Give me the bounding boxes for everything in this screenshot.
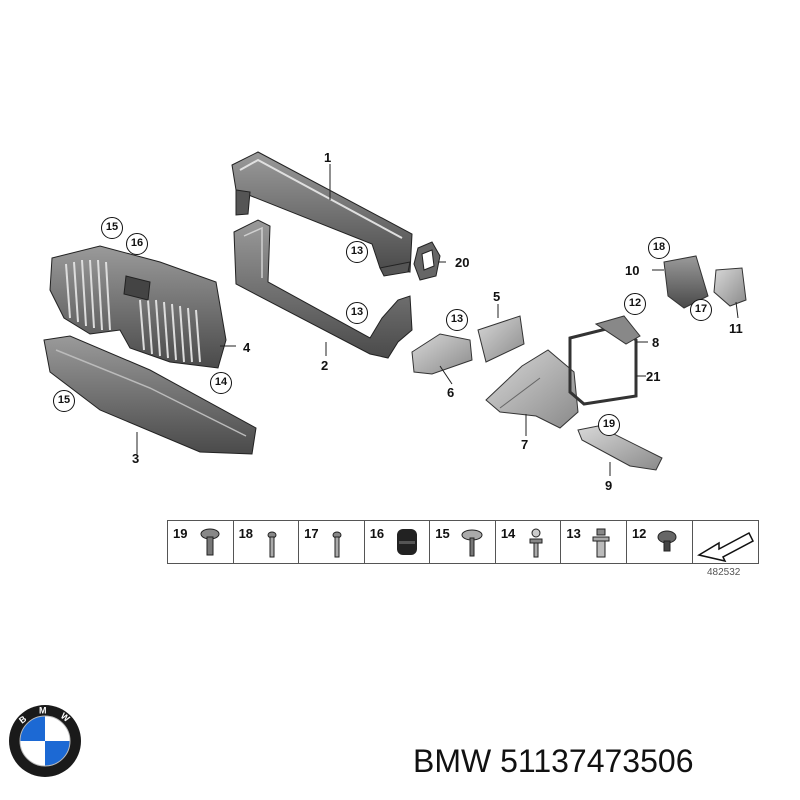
callout-13-upper: 13 xyxy=(346,241,368,263)
fastener-legend: 19 18 17 16 15 14 13 12 xyxy=(167,520,759,564)
part-lower-frame xyxy=(233,219,413,359)
brand-name: BMW xyxy=(413,743,492,779)
fastener-cell: 14 xyxy=(496,521,562,563)
fastener-number: 14 xyxy=(500,526,516,541)
callout-13-mid: 13 xyxy=(346,302,368,324)
direction-cell xyxy=(693,521,759,563)
fastener-cell: 13 xyxy=(561,521,627,563)
callout-20: 20 xyxy=(455,255,470,270)
part-duct-5 xyxy=(477,315,525,363)
fastener-cell: 18 xyxy=(234,521,300,563)
callout-15-grille: 15 xyxy=(101,217,123,239)
screw-icon xyxy=(200,528,220,556)
fastener-number: 15 xyxy=(435,526,450,541)
callout-1: 1 xyxy=(324,150,332,165)
fastener-cell: 12 xyxy=(627,521,693,563)
fastener-number: 13 xyxy=(566,526,581,541)
part-bracket-8 xyxy=(594,315,641,345)
callout-10: 10 xyxy=(625,263,640,278)
callout-7: 7 xyxy=(521,437,529,452)
part-duct-6 xyxy=(411,333,473,375)
fastener-cell: 16 xyxy=(365,521,431,563)
part-trim-11 xyxy=(713,267,747,307)
callout-4: 4 xyxy=(243,340,251,355)
part-title: BMW 51137473506 xyxy=(413,743,693,780)
callout-21: 21 xyxy=(646,369,661,384)
fastener-cell: 19 xyxy=(168,521,234,563)
callout-8: 8 xyxy=(652,335,660,350)
bmw-logo: B M W xyxy=(9,705,81,777)
fastener-number: 12 xyxy=(631,526,647,541)
callout-19: 19 xyxy=(598,414,620,436)
callout-16: 16 xyxy=(126,233,148,255)
callout-15-trim: 15 xyxy=(53,390,75,412)
direction-arrow-icon xyxy=(696,531,754,563)
callout-18: 18 xyxy=(648,237,670,259)
nut-icon xyxy=(657,530,677,552)
part-guide-9 xyxy=(577,425,663,471)
part-air-guide-7 xyxy=(485,349,579,429)
grommet-icon xyxy=(396,529,417,555)
part-lower-trim xyxy=(43,335,257,455)
screw-icon xyxy=(461,529,483,557)
fastener-cell: 17 xyxy=(299,521,365,563)
callout-5: 5 xyxy=(493,289,501,304)
part-grille xyxy=(49,245,227,369)
clip-icon xyxy=(592,528,610,558)
svg-text:M: M xyxy=(39,706,47,716)
callout-11: 11 xyxy=(729,321,743,336)
fastener-number: 19 xyxy=(173,526,188,541)
callout-17: 17 xyxy=(690,299,712,321)
diagram-id: 482532 xyxy=(707,567,741,578)
clip-icon xyxy=(529,528,543,558)
callout-13-right: 13 xyxy=(446,309,468,331)
callout-3: 3 xyxy=(132,451,140,466)
fastener-number: 16 xyxy=(369,526,385,541)
fastener-number: 17 xyxy=(304,526,319,541)
rivet-icon xyxy=(267,531,277,558)
callout-14: 14 xyxy=(210,372,232,394)
part-upper-support xyxy=(231,151,413,277)
callout-9: 9 xyxy=(605,478,613,493)
fastener-number: 18 xyxy=(238,526,254,541)
fastener-cell: 15 xyxy=(430,521,496,563)
part-number: 51137473506 xyxy=(500,743,694,779)
rivet-icon xyxy=(332,531,342,558)
callout-6: 6 xyxy=(447,385,455,400)
part-bracket-20 xyxy=(413,241,441,281)
callout-2: 2 xyxy=(321,358,329,373)
callout-12: 12 xyxy=(624,293,646,315)
svg-text:B: B xyxy=(17,713,29,725)
leader-lines xyxy=(136,164,739,476)
